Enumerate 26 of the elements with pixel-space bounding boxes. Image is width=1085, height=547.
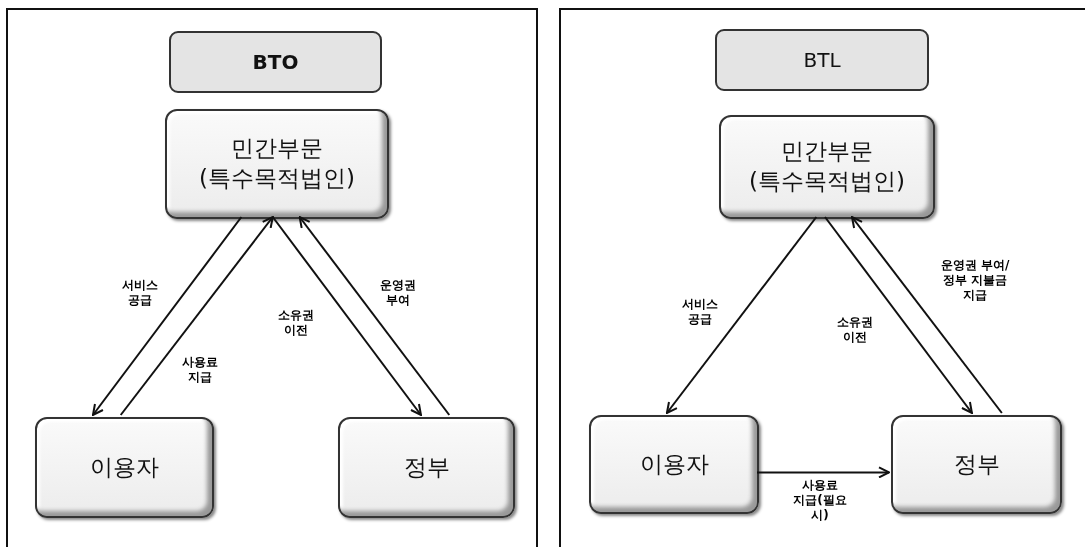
- node-label: 정부: [403, 452, 450, 482]
- arrow: [824, 216, 973, 414]
- title-box: [169, 31, 382, 93]
- title-text: BTO: [252, 49, 299, 75]
- entity-box: [891, 415, 1062, 514]
- node-label: 정부: [953, 449, 1000, 479]
- node-label: 이용자: [639, 449, 709, 479]
- arrow: [271, 216, 422, 416]
- node-label: 이용자: [90, 452, 159, 482]
- panel-frame: [559, 8, 1085, 547]
- entity-box: [589, 415, 759, 514]
- node-label: 민간부문 (특수목적법인): [198, 134, 356, 193]
- arrow: [665, 216, 818, 414]
- node-label: 민간부문 (특수목적법인): [748, 137, 906, 196]
- title-box: [715, 29, 929, 91]
- entity-box: [338, 417, 515, 518]
- entity-box: [719, 115, 935, 219]
- arrow: [119, 216, 274, 416]
- title-text: BTL: [803, 47, 841, 73]
- entity-box: [35, 417, 214, 518]
- entity-box: [165, 109, 389, 219]
- arrow: [298, 216, 451, 416]
- panel-frame: [6, 8, 538, 547]
- arrow: [91, 216, 243, 416]
- arrow: [756, 466, 890, 479]
- arrow: [851, 216, 1003, 414]
